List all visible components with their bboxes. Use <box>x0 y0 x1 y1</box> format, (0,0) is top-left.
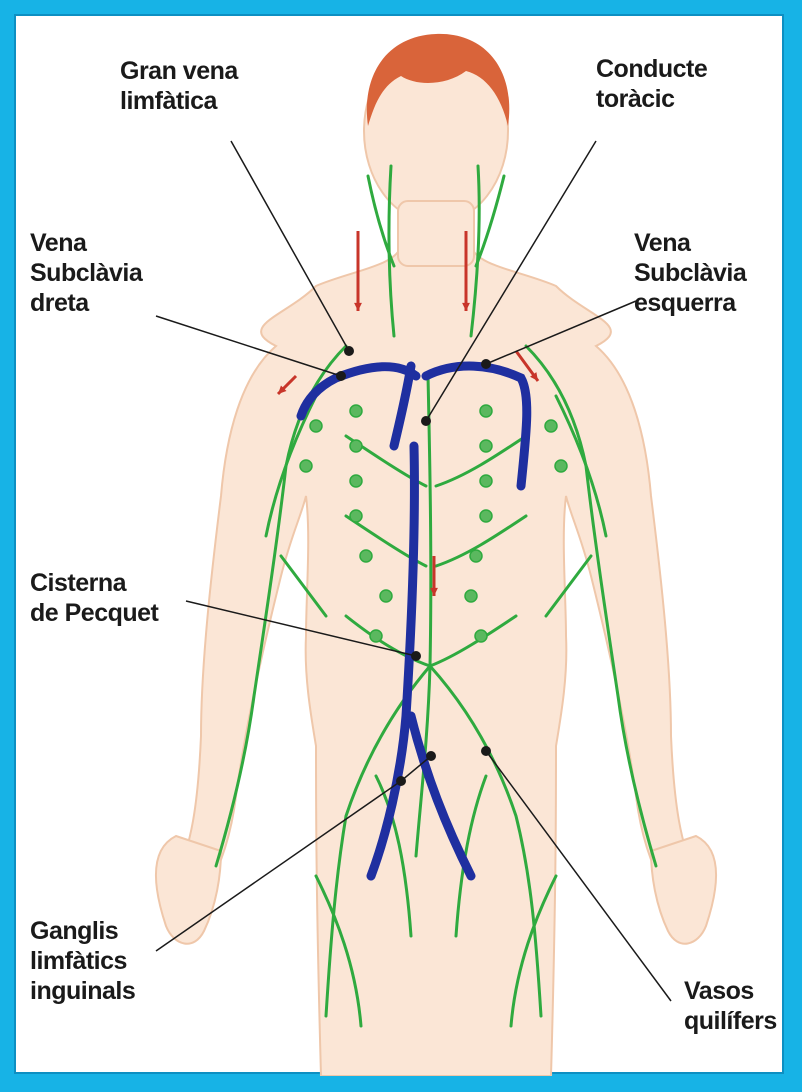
label-line: Vasos <box>684 976 777 1006</box>
label-line: toràcic <box>596 84 707 114</box>
diagram-frame: Gran vena limfàtica Conducte toràcic Ven… <box>14 14 784 1074</box>
leader-endpoint <box>426 751 436 761</box>
label-line: limfàtics <box>30 946 135 976</box>
lymph-node <box>480 405 492 417</box>
lymph-node <box>480 510 492 522</box>
label-ganglis-limfatics-inguinals: Ganglis limfàtics inguinals <box>30 916 135 1006</box>
lymph-node <box>475 630 487 642</box>
neck <box>398 201 474 266</box>
leader-endpoint <box>421 416 431 426</box>
leader-endpoint <box>481 359 491 369</box>
label-line: Vena <box>30 228 142 258</box>
lymph-node <box>350 475 362 487</box>
lymph-node <box>555 460 567 472</box>
label-line: Vena <box>634 228 746 258</box>
label-gran-vena-limfatica: Gran vena limfàtica <box>120 56 238 116</box>
label-line: Cisterna <box>30 568 158 598</box>
label-line: dreta <box>30 288 142 318</box>
label-line: quilífers <box>684 1006 777 1036</box>
label-vasos-quilifers: Vasos quilífers <box>684 976 777 1036</box>
leader-endpoint <box>481 746 491 756</box>
body-silhouette <box>156 39 716 1076</box>
label-line: Conducte <box>596 54 707 84</box>
label-line: Gran vena <box>120 56 238 86</box>
label-line: de Pecquet <box>30 598 158 628</box>
label-conducte-toracic: Conducte toràcic <box>596 54 707 114</box>
label-vena-subclavia-esquerra: Vena Subclàvia esquerra <box>634 228 746 318</box>
label-line: inguinals <box>30 976 135 1006</box>
label-line: Ganglis <box>30 916 135 946</box>
label-line: Subclàvia <box>634 258 746 288</box>
lymph-node <box>480 440 492 452</box>
lymph-node <box>545 420 557 432</box>
label-line: Subclàvia <box>30 258 142 288</box>
lymph-node <box>480 475 492 487</box>
label-vena-subclavia-dreta: Vena Subclàvia dreta <box>30 228 142 318</box>
lymph-node <box>350 510 362 522</box>
lymph-node <box>370 630 382 642</box>
hand-left <box>651 836 716 944</box>
lymph-node <box>350 405 362 417</box>
lymph-node <box>380 590 392 602</box>
lymph-node <box>470 550 482 562</box>
lymph-node <box>310 420 322 432</box>
leader-endpoint <box>411 651 421 661</box>
label-line: esquerra <box>634 288 746 318</box>
lymph-node <box>350 440 362 452</box>
leader-endpoint <box>344 346 354 356</box>
label-cisterna-de-pecquet: Cisterna de Pecquet <box>30 568 158 628</box>
lymph-node <box>465 590 477 602</box>
label-line: limfàtica <box>120 86 238 116</box>
lymph-node <box>300 460 312 472</box>
leader-endpoint <box>336 371 346 381</box>
lymph-node <box>360 550 372 562</box>
